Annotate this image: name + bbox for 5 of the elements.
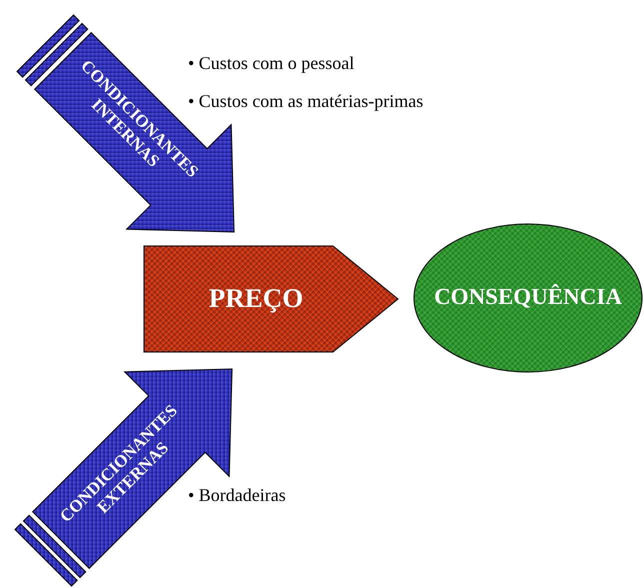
pentagon-arrow-shape <box>143 245 399 353</box>
node-label: PREÇO <box>208 283 304 314</box>
bullet-text: • Bordadeiras <box>188 485 286 506</box>
ellipse-shape <box>413 223 643 373</box>
node-label: CONSEQUÊNCIA <box>433 284 623 310</box>
